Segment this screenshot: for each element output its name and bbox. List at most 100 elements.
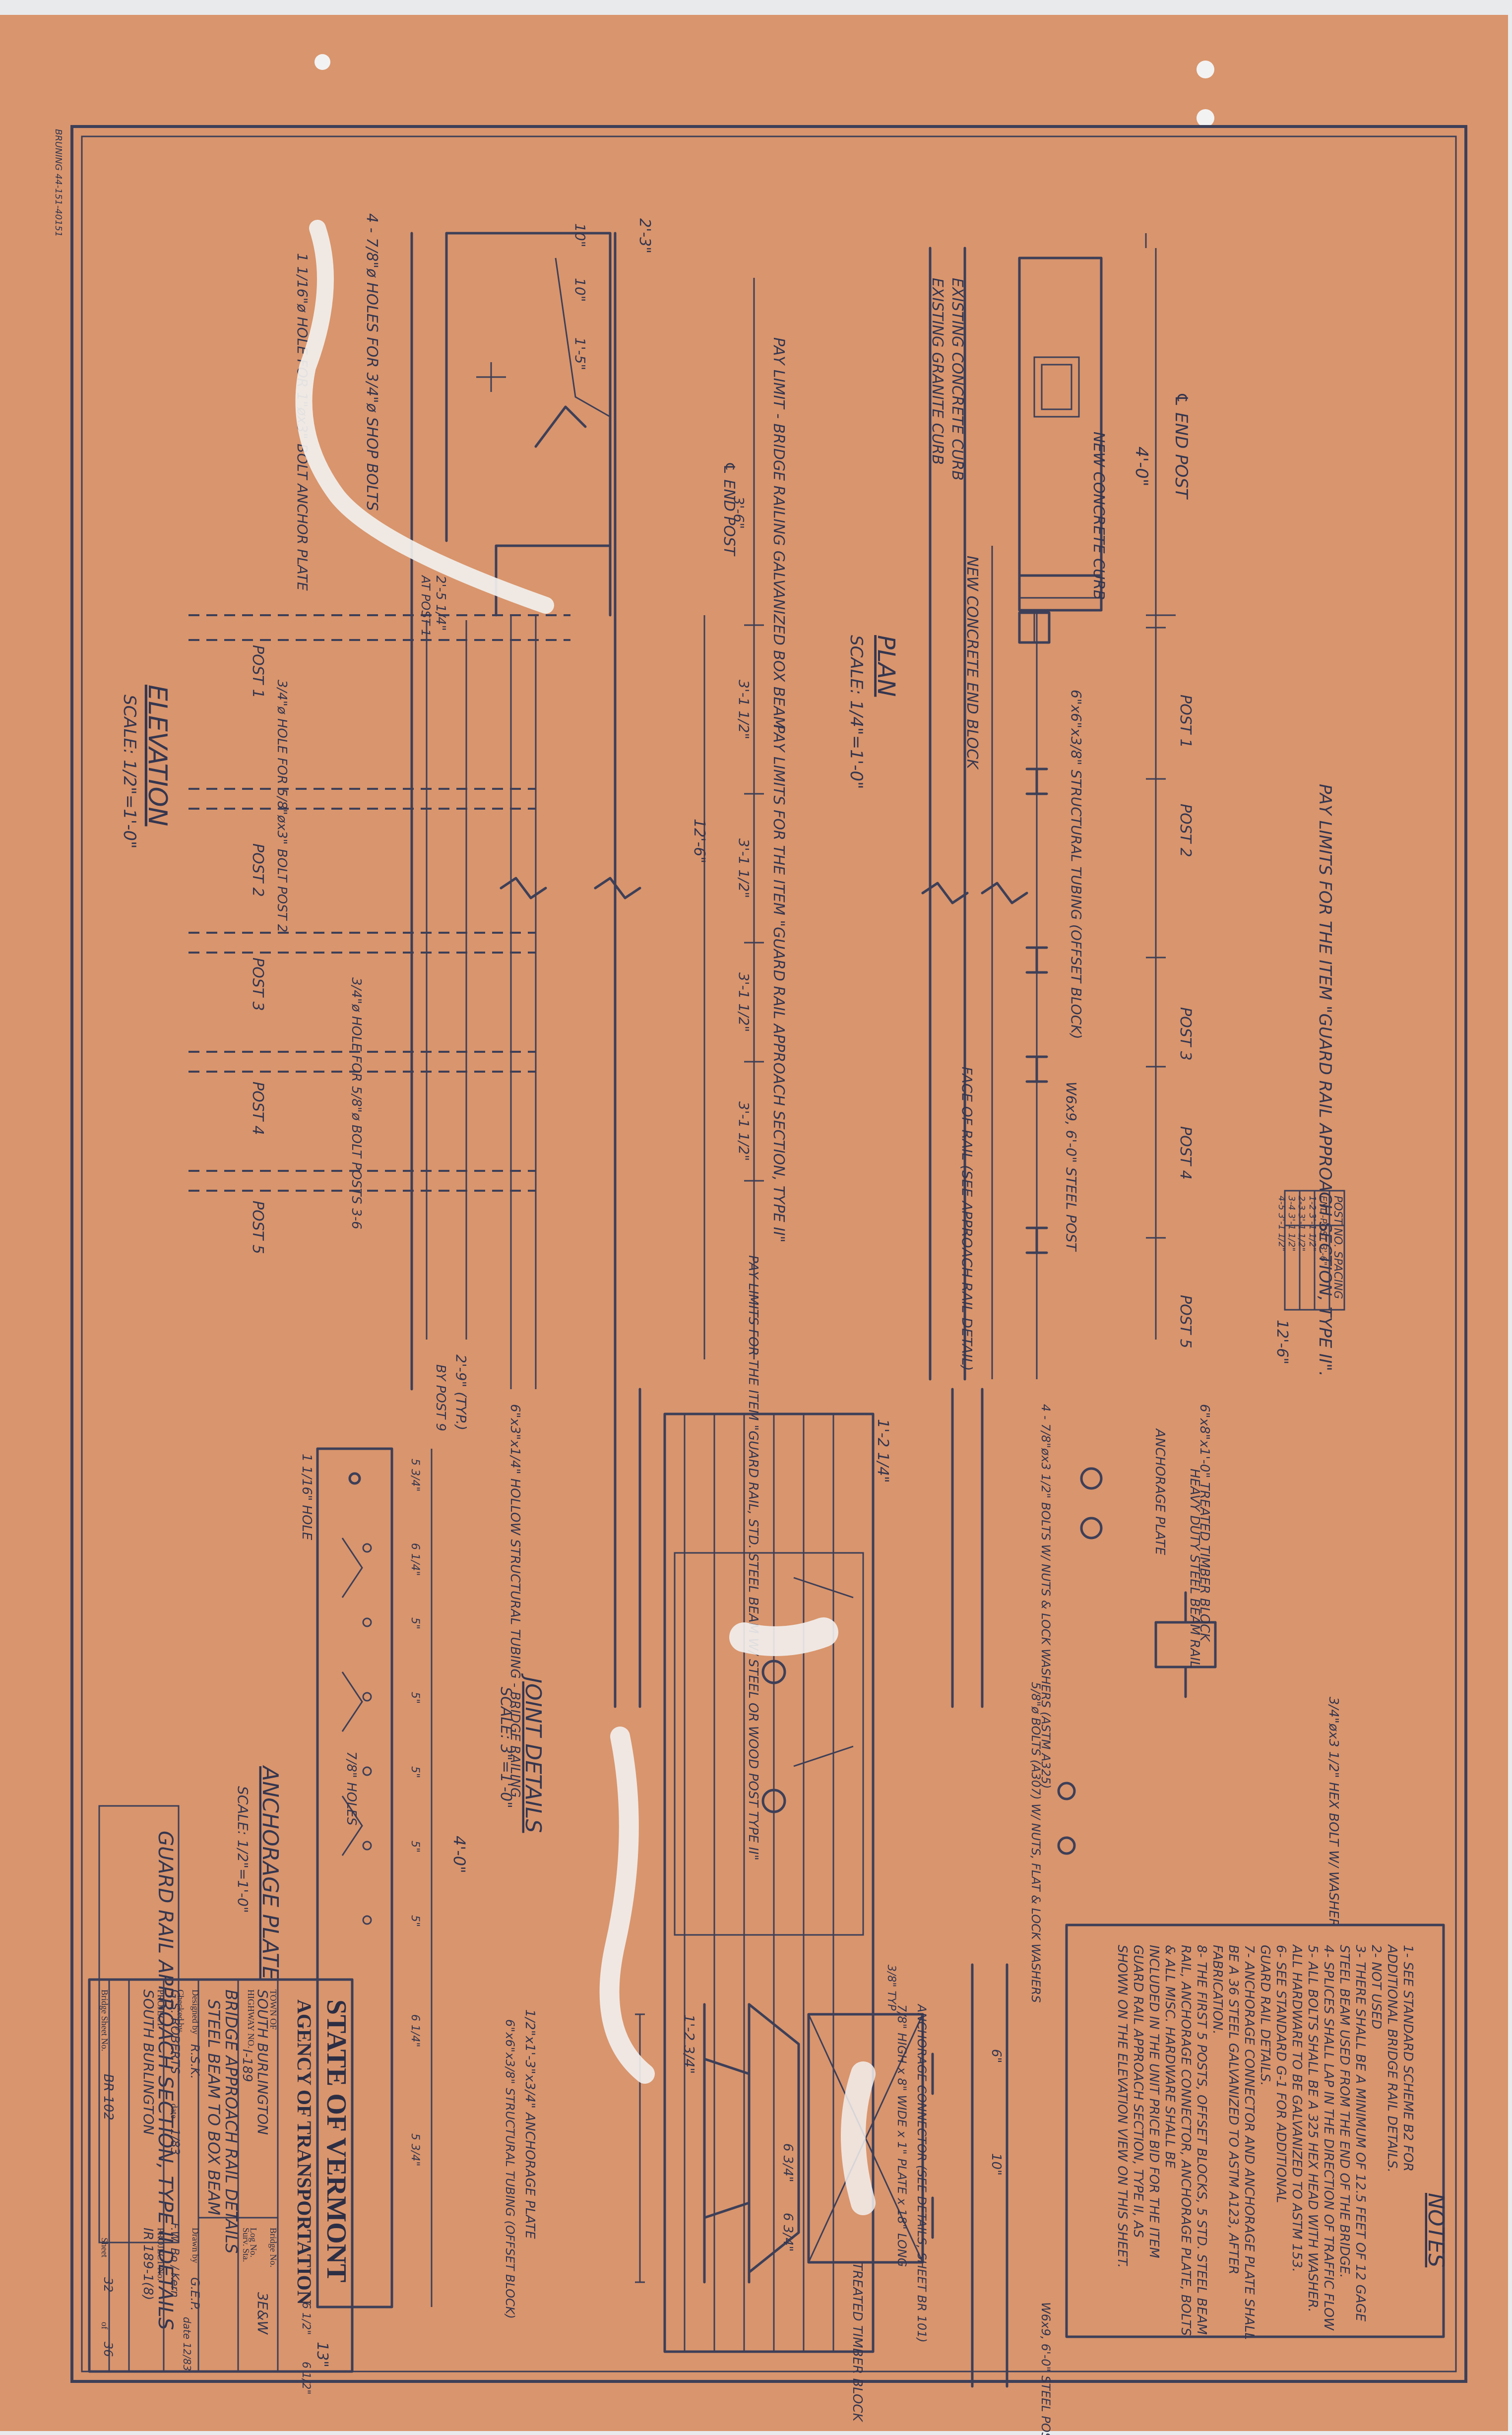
stamp-text: BRUNING 44-151-40151 [53,129,63,237]
section-dim-post: 10" [989,2153,1004,2176]
anchor-holes-label: 7/8" HOLES [344,1751,359,1826]
joint-tubing-label: 6"x3"x1/4" HOLLOW STRUCTURAL TUBING - BR… [507,1404,522,1797]
note-line: STEEL BEAM USED FROM THE END OF THE BRID… [1337,1945,1352,2278]
anchor-length: 4'-0" [450,1836,469,1873]
joint-title: JOINT DETAILS [520,1673,546,1833]
punch-hole [1197,61,1214,78]
elev-end-post: ℄ END POST [720,461,738,557]
tb-of-label: of [100,2322,110,2329]
correction-tape [599,1727,655,2084]
plan-post-3: POST 3 [1177,1007,1194,1061]
spacing-table-header: POST NO. SPACING [1331,1196,1344,1299]
tb-bridge-label: Bridge No. [268,2228,278,2267]
plan-title: PLAN [872,635,900,697]
joint-details: 6"x8"x1'-0" TREATED TIMBER BLOCK ANCHORA… [497,1388,1341,2353]
tb-date: 1/83 [168,2128,182,2155]
section-dim-a: 6 3/4" [780,2143,795,2182]
plan-post-1: POST 1 [1177,695,1194,748]
tb-project-no: IR 189-1(8) [140,2228,155,2300]
tb-of: 36 [101,2342,115,2357]
plan-post-2: POST 2 [1177,804,1194,857]
tb-sheet-no: 32 [101,2277,115,2293]
elev-post-3 [189,932,536,954]
joint-bolts-label: 4 - 7/8"øx3 1/2" BOLTS W/ NUTS & LOCK WA… [1039,1404,1053,1789]
note-line: GUARD RAIL APPROACH SECTION, TYPE II, AS [1131,1945,1145,2238]
plan-tubing-label: 6"x6"x3/8" STRUCTURAL TUBING (OFFSET BLO… [1068,690,1084,1039]
elev-dim-total: 12'-6" [691,819,708,863]
tb-town-label: TOWN OF [268,1989,278,2030]
section-dim-top: 1'-2 3/4" [681,2014,697,2074]
plan-dim-end: 4'-0" [1132,447,1151,487]
elev-dim-top-1: 2'-3" [636,218,653,254]
joint-heavy-rail-label: HEAVY DUTY STEEL BEAM RAIL [1187,1469,1202,1668]
tb-project-label: PROJECT [156,1989,166,2027]
note-line: 7- ANCHORAGE CONNECTOR AND ANCHORAGE PLA… [1242,1945,1257,2340]
elev-post-4 [189,1051,536,1073]
section-dim-b: 6 3/4" [780,2213,795,2252]
tb-highway: I-189 [240,2049,254,2082]
sheet-title-line: GUARD RAIL APPROACH SECTION, TYPE II DET… [154,1831,177,2330]
anchor-side-2: 6 1/2" [300,2362,312,2395]
tb-title2: STEEL BEAM TO BOX BEAM [204,1999,223,2215]
tb-drawn-label: Drawn by [190,2228,200,2263]
plate-hole [362,1766,372,1925]
anchor-spacing-1: 5 3/4" [409,1459,421,1492]
tb-designed-label: Designed by [190,1989,200,2034]
anchor-spacing-7: 5" [409,1915,421,1927]
tb-agency: AGENCY OF TRANSPORTATION [293,1999,315,2305]
note-line: 4- SPLICES SHALL LAP IN THE DIRECTION OF… [1321,1945,1336,2331]
tb-designed: R.S.K. [188,2044,202,2079]
joint-plate-label: ANCHORAGE PLATE [1152,1428,1167,1555]
section-treated: TREATED TIMBER BLOCK [850,2262,865,2423]
plan-post [1025,946,1048,974]
elev-at-post: AT POST 1 [419,575,433,637]
inner-border [81,135,1457,2372]
section-tubing: 6"x6"x3/8" STRUCTURAL TUBING (OFFSET BLO… [503,2019,517,2319]
note-line: 6- SEE STANDARD G-1 FOR ADDITIONAL [1273,1945,1288,2203]
spacing-row: 2-3 3'-1 1/2" [1296,1196,1307,1251]
elev-post-1: POST 1 [249,645,266,699]
elev-dim-e: 3'-1 1/2" [736,1101,752,1161]
elev-dim-c: 3'-1 1/2" [736,838,752,898]
anchor-spacing-2: 6 1/4" [409,1543,421,1576]
outer-border [70,125,1467,2383]
tb-sheet-label: Bridge Sheet No. [100,1989,110,2051]
elev-dim-typ: 2'-9" (TYP.) [453,1354,469,1430]
elev-holes-label: 4 - 7/8"ø HOLES FOR 3/4"ø SHOP BOLTS [363,213,380,511]
note-line: BE A 36 STEEL GALVANIZED TO ASTM A123, A… [1226,1945,1241,2274]
note-line: & ALL MISC. HARDWARE SHALL BE [1162,1945,1177,2169]
elev-post-1 [189,614,570,641]
note-line: GUARD RAIL DETAILS. [1258,1945,1272,2086]
elev-dim-top-3: 10" [572,278,588,302]
spacing-row: 3-4 3'-1 1/2" [1286,1196,1297,1251]
joint-hex-bolt: 3/4"øx3 1/2" HEX BOLT W/ WASHER [1326,1697,1341,1927]
spacing-total: 12'-6" [1273,1320,1291,1364]
section-plate: 1/2"x1'-3"x3/4" ANCHORAGE PLATE [522,2009,537,2239]
tb-project: SOUTH BURLINGTON [140,1989,157,2135]
bolt [1057,1782,1076,1855]
plan-post [1025,1226,1048,1254]
tb-state: STATE OF VERMONT [321,1999,352,2282]
elevation-scale: SCALE: 1/2"=1'-0" [120,695,139,849]
note-line: 8- THE FIRST 5 POSTS, OFFSET BLOCKS, 5 S… [1194,1945,1209,2335]
tb-engineer: F.W. Bo / Kern [168,2223,181,2298]
tb-title1: BRIDGE APPROACH RAIL DETAILS [222,1989,241,2253]
rail-section: 1'-2 3/4" 6 3/4" 6 3/4" 10" 6" 1/2"x1'-3… [503,1963,1053,2435]
tb-highway-label: HIGHWAY NO. [246,1989,256,2049]
anchor-width: 13" [314,2342,331,2368]
correction-tape [729,1617,838,1656]
joint-timber-label: 6"x8"x1'-0" TREATED TIMBER BLOCK [1197,1404,1212,1642]
bolt [761,1660,786,1813]
note-line: INCLUDED IN THE UNIT PRICE BID FOR THE I… [1146,1945,1161,2258]
spacing-row: END-POST 3'-6" [1318,1196,1328,1266]
spacing-row: 1-2 3'-1 1/2" [1307,1196,1318,1251]
note-line: ALL HARDWARE TO BE GALVANIZED TO ASTM 15… [1289,1944,1304,2272]
elev-dim-a: 3'-6" [731,496,747,529]
elevation-title: ELEVATION [142,685,172,826]
elev-post-2 [189,788,536,810]
note-line: RAIL, ANCHORAGE CONNECTOR, ANCHORAGE PLA… [1178,1945,1193,2336]
elev-pay-limits-item: PAY LIMITS FOR THE ITEM "GUARD RAIL APPR… [770,724,787,1243]
section-connector2: 7/8" HIGH x 8" WIDE x 1" PLATE x 18" LON… [895,2004,909,2267]
